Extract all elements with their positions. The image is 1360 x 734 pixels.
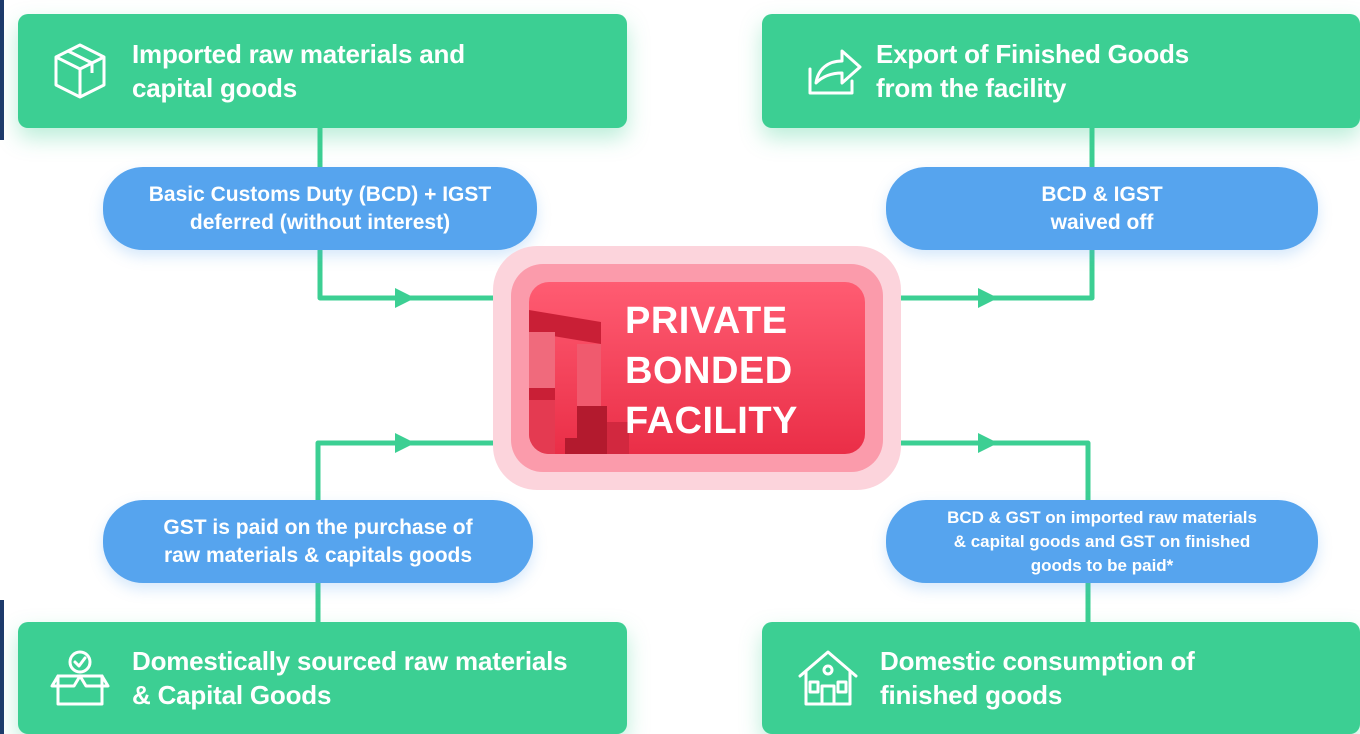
domestic-consumption-title: Domestic consumption of finished goods bbox=[880, 646, 1195, 710]
house-icon bbox=[796, 646, 860, 710]
private-bonded-facility: PRIVATE BONDED FACILITY bbox=[493, 246, 901, 490]
export-title: Export of Finished Goods from the facili… bbox=[876, 39, 1189, 103]
export-box: Export of Finished Goods from the facili… bbox=[762, 14, 1360, 128]
left-edge-strip-lower bbox=[0, 600, 4, 734]
imported-title: Imported raw materials and capital goods bbox=[132, 39, 465, 103]
domestic-sourced-duty-note: GST is paid on the purchase of raw mater… bbox=[103, 500, 533, 583]
domestic-sourced-box: Domestically sourced raw materials & Cap… bbox=[18, 622, 627, 734]
export-arrow-icon bbox=[802, 39, 866, 103]
imported-duty-note: Basic Customs Duty (BCD) + IGST deferred… bbox=[103, 167, 537, 250]
imported-box: Imported raw materials and capital goods bbox=[18, 14, 627, 128]
arrowhead-export bbox=[978, 288, 998, 308]
arrowhead-domestic-consumption bbox=[978, 433, 998, 453]
domestic-consumption-box: Domestic consumption of finished goods bbox=[762, 622, 1360, 734]
arrowhead-imported bbox=[395, 288, 415, 308]
arrowhead-domestic-sourced bbox=[395, 433, 415, 453]
box-check-icon bbox=[48, 646, 112, 710]
export-duty-note: BCD & IGST waived off bbox=[886, 167, 1318, 250]
domestic-consumption-duty-note: BCD & GST on imported raw materials & ca… bbox=[886, 500, 1318, 583]
facility-core: PRIVATE BONDED FACILITY bbox=[529, 282, 865, 454]
package-icon bbox=[48, 39, 112, 103]
facility-logo bbox=[529, 310, 629, 454]
facility-inner-ring: PRIVATE BONDED FACILITY bbox=[511, 264, 883, 472]
facility-title: PRIVATE BONDED FACILITY bbox=[625, 300, 798, 442]
domestic-sourced-title: Domestically sourced raw materials & Cap… bbox=[132, 646, 568, 710]
left-edge-strip bbox=[0, 0, 4, 140]
